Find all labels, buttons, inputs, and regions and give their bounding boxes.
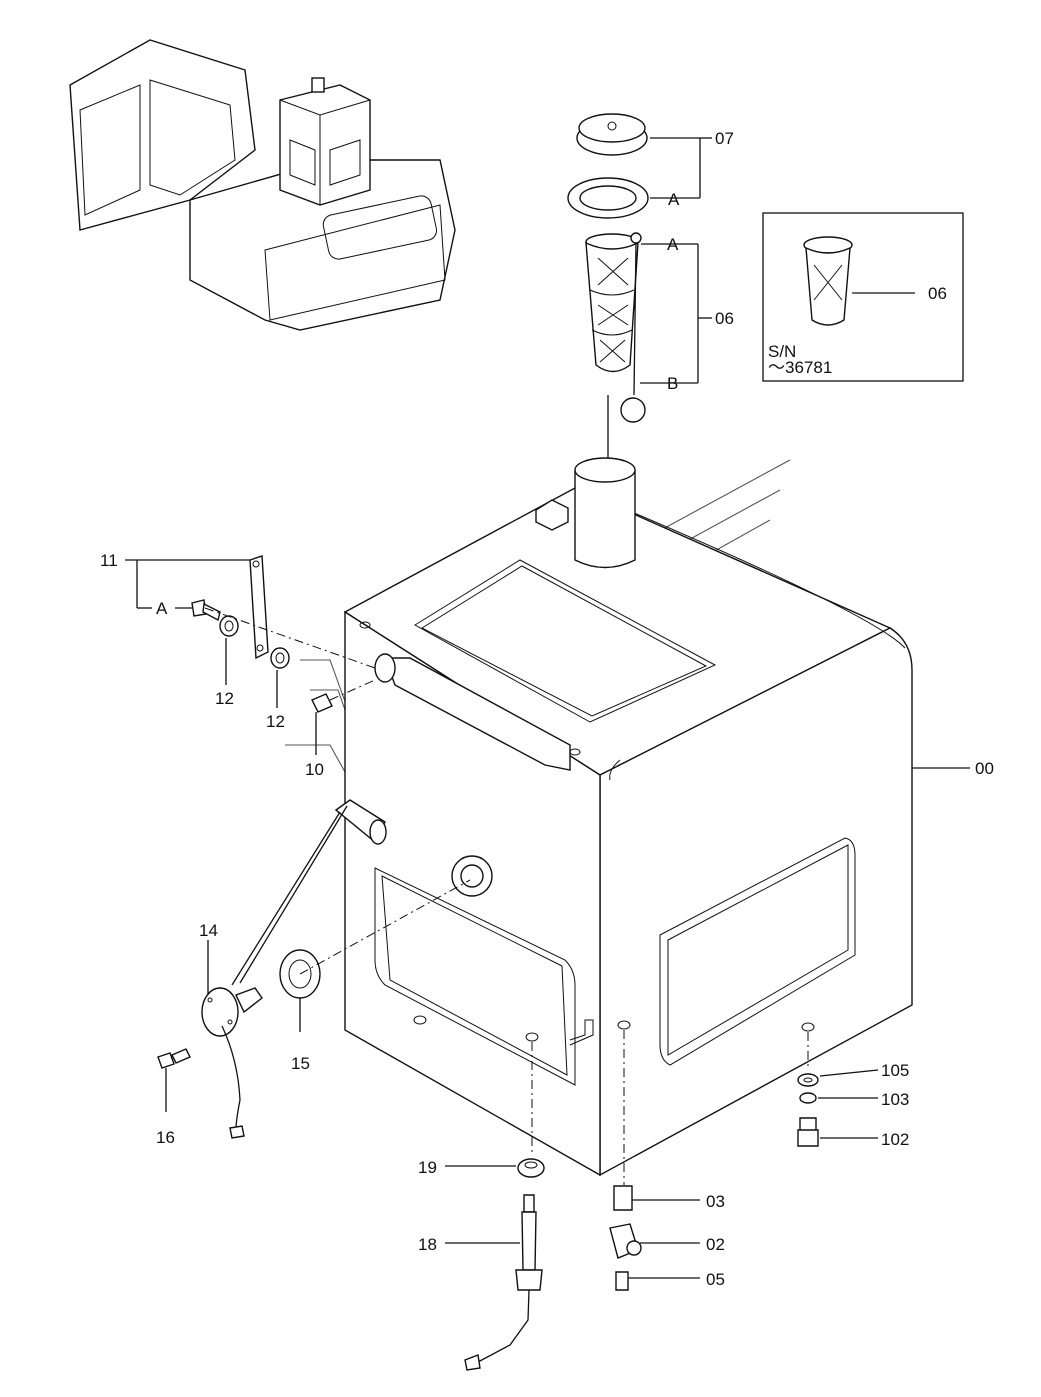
- serial-number-label: S/N: [768, 342, 796, 361]
- cap-seal-ring: [567, 177, 649, 219]
- grommet-12b: [270, 647, 290, 669]
- breather-bracket: [249, 555, 269, 660]
- serial-number-range: ～36781: [768, 358, 832, 377]
- label-part-102: 102: [881, 1130, 909, 1149]
- label-part-14: 14: [199, 921, 218, 940]
- label-part-103: 103: [881, 1090, 909, 1109]
- label-part-10: 10: [305, 760, 324, 779]
- washer-105: [797, 1073, 819, 1087]
- ref-b-strainer: B: [667, 374, 678, 393]
- label-part-06-inset: 06: [928, 284, 947, 303]
- inset-box: [762, 212, 964, 382]
- ref-a-top: A: [668, 190, 680, 209]
- label-part-18: 18: [418, 1235, 437, 1254]
- fuel-strainer: [585, 232, 646, 423]
- drain-sensor-18: [464, 1194, 543, 1371]
- fuel-cap: [576, 113, 648, 156]
- fuel-tank: [343, 457, 913, 1177]
- adapter-03: [613, 1185, 633, 1211]
- bolt-a: [191, 599, 221, 622]
- label-part-11: 11: [100, 551, 118, 570]
- cap-05: [615, 1271, 629, 1291]
- screw-16: [157, 1048, 191, 1069]
- bolt-102: [797, 1117, 819, 1147]
- label-part-19: 19: [418, 1158, 437, 1177]
- label-part-05: 05: [706, 1270, 725, 1289]
- label-part-00: 00: [975, 759, 994, 778]
- label-part-06: 06: [715, 309, 734, 328]
- excavator-overview: [69, 39, 456, 331]
- label-part-02: 02: [706, 1235, 725, 1254]
- lock-washer-103: [799, 1092, 817, 1104]
- label-part-16: 16: [156, 1128, 175, 1147]
- label-part-07: 07: [715, 129, 734, 148]
- plug-10: [311, 693, 333, 713]
- label-part-03: 03: [706, 1192, 725, 1211]
- label-part-105: 105: [881, 1061, 909, 1080]
- drain-valve-02: [609, 1223, 642, 1259]
- label-part-12a: 12: [215, 689, 234, 708]
- label-part-12b: 12: [266, 712, 285, 731]
- ref-a-left: A: [156, 599, 168, 618]
- ref-a-strainer: A: [667, 235, 679, 254]
- fuel-level-sender: [201, 799, 387, 1139]
- label-part-15: 15: [291, 1054, 310, 1073]
- grommet-19: [517, 1158, 545, 1178]
